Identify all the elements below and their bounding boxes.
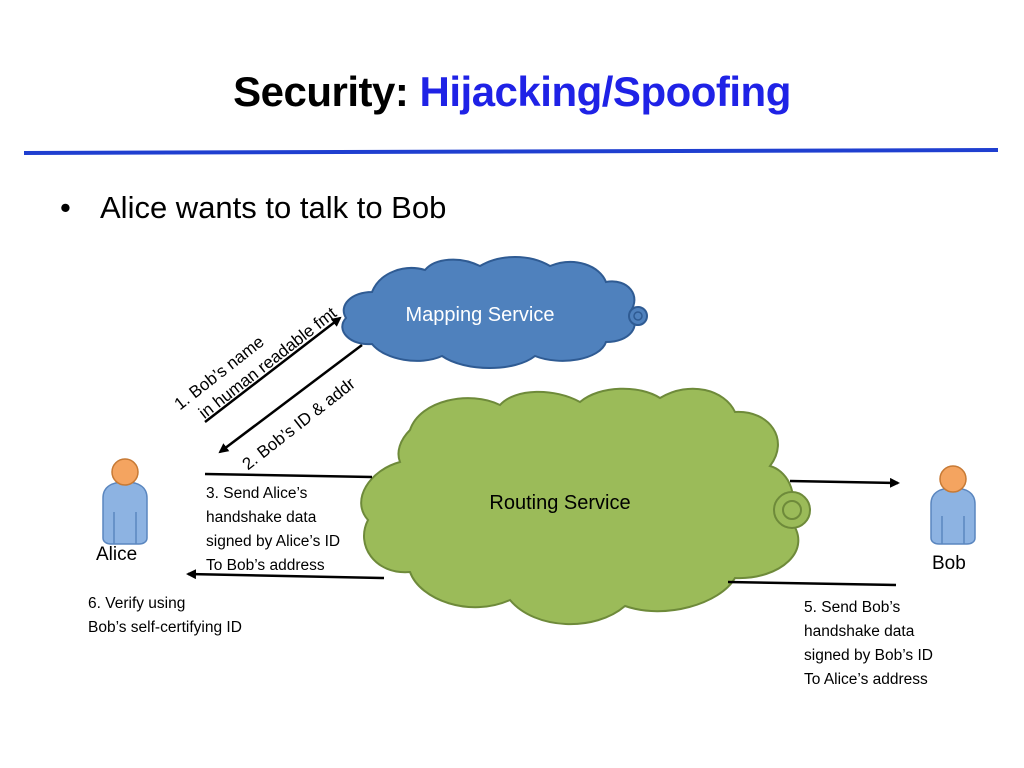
- step3-arrow-left: [204, 472, 373, 479]
- step3-line: handshake data: [206, 509, 317, 526]
- step6-line: 6. Verify using: [88, 595, 186, 612]
- bob-label: Bob: [932, 553, 966, 574]
- step5-line: To Alice’s address: [804, 671, 928, 688]
- routing-service-label: Routing Service: [489, 492, 631, 514]
- bob-person-icon: [930, 465, 976, 545]
- step5-line: 5. Send Bob’s: [804, 599, 901, 616]
- step3-line: signed by Alice’s ID: [206, 533, 341, 550]
- step6-note: 6. Verify using Bob’s self-certifying ID: [88, 592, 242, 640]
- step3-arrow-right: [789, 477, 900, 488]
- alice-person-icon: [102, 458, 148, 545]
- step5-arrow-right: [727, 580, 897, 587]
- mapping-service-label: Mapping Service: [405, 304, 555, 326]
- title-rule: [23, 148, 999, 155]
- bullet-item: • Alice wants to talk to Bob: [60, 190, 446, 226]
- bullet-text: Alice wants to talk to Bob: [100, 190, 447, 225]
- step1-arrow: [204, 316, 342, 423]
- step3-note: 3. Send Alice’s handshake data signed by…: [206, 482, 340, 578]
- title-accent: Hijacking/Spoofing: [419, 68, 792, 115]
- step5-line: handshake data: [804, 623, 915, 640]
- step3-line: 3. Send Alice’s: [206, 485, 308, 502]
- step6-line: Bob’s self-certifying ID: [88, 619, 242, 636]
- step5-arrow-left: [186, 569, 385, 580]
- slide-title: Security: Hijacking/Spoofing: [0, 68, 1024, 116]
- alice-label: Alice: [96, 544, 138, 565]
- step5-note: 5. Send Bob’s handshake data signed by B…: [804, 596, 933, 692]
- routing-service-cloud: [360, 387, 811, 625]
- bullet-dot: •: [60, 190, 71, 225]
- step5-line: signed by Bob’s ID: [804, 647, 933, 664]
- step3-line: To Bob’s address: [206, 557, 325, 574]
- title-prefix: Security:: [233, 68, 409, 115]
- mapping-service-cloud: [341, 256, 648, 369]
- step2-arrow: [218, 344, 363, 454]
